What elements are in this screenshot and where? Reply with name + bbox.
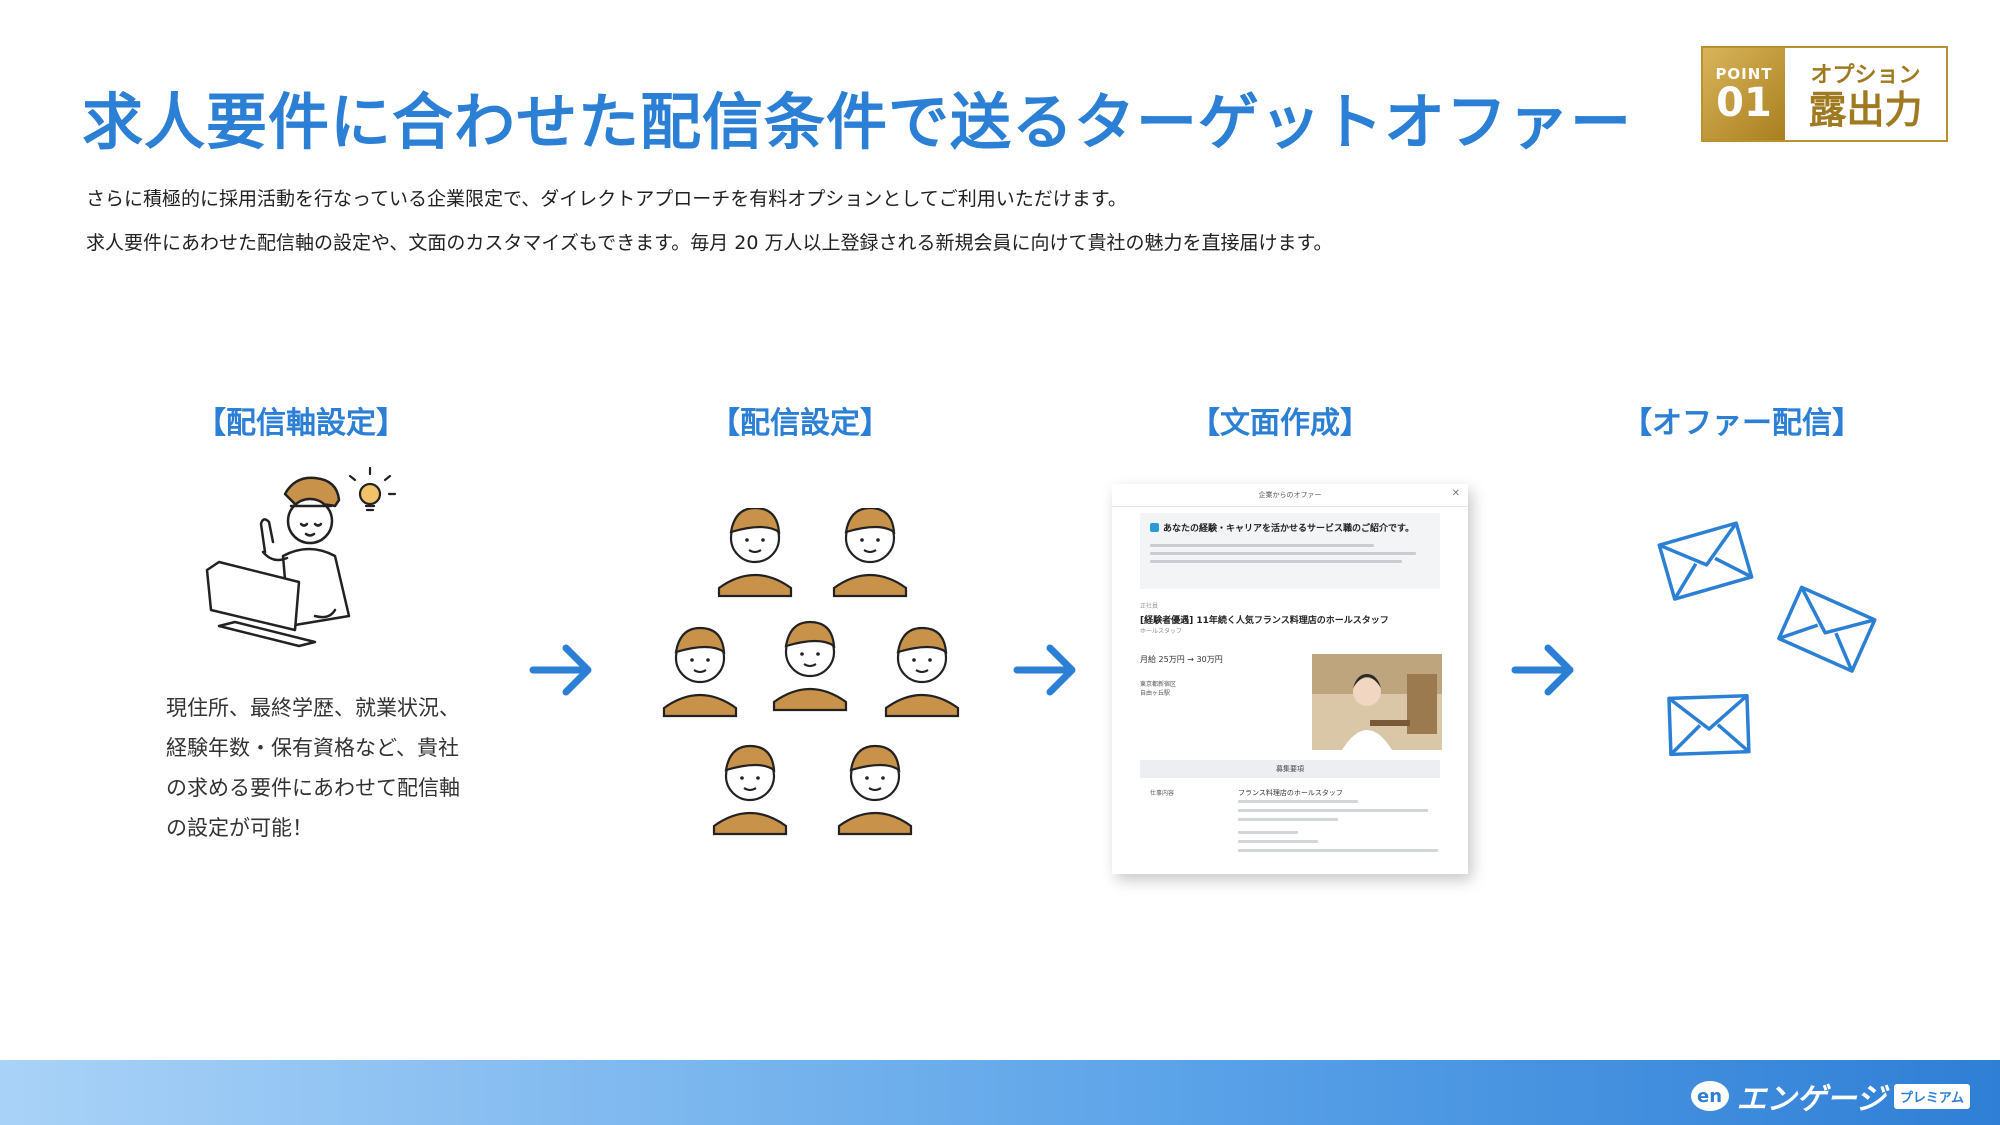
doc-job-tag: 正社員 bbox=[1140, 603, 1159, 610]
doc-header: 企業からのオファー ✕ bbox=[1112, 484, 1468, 507]
people-group-illustration bbox=[662, 508, 960, 836]
envelope-icon bbox=[1667, 693, 1751, 757]
person-icon bbox=[832, 508, 908, 598]
doc-card-title: あなたの経験・キャリアを活かせるサービス職のご紹介です。 bbox=[1150, 521, 1430, 534]
doc-job-subtitle: ホールスタッフ bbox=[1140, 628, 1183, 635]
person-laptop-illustration bbox=[205, 466, 397, 648]
doc-salary: 月給 25万円 → 30万円 bbox=[1140, 655, 1223, 664]
logo-name: エンゲージ bbox=[1736, 1082, 1886, 1117]
job-photo bbox=[1312, 654, 1442, 750]
person-icon bbox=[837, 744, 913, 836]
badge-number: 01 bbox=[1716, 80, 1772, 126]
step-label-distribution-settings: 【配信設定】 bbox=[710, 406, 890, 441]
step-label-message-creation: 【文面作成】 bbox=[1190, 406, 1370, 441]
close-icon: ✕ bbox=[1451, 488, 1460, 499]
arrow-right-icon bbox=[1511, 644, 1574, 696]
step-label-distribution-axis: 【配信軸設定】 bbox=[196, 406, 406, 441]
logo-mark: en bbox=[1690, 1081, 1729, 1111]
doc-body-lines bbox=[1238, 800, 1438, 858]
step-label-offer-delivery: 【オファー配信】 bbox=[1622, 406, 1862, 441]
logo-premium-badge: プレミアム bbox=[1893, 1083, 1970, 1109]
doc-header-title: 企業からのオファー bbox=[1258, 491, 1322, 499]
badge-point-block: POINT 01 bbox=[1703, 48, 1785, 140]
arrow-right-icon bbox=[1013, 644, 1076, 696]
footer-bar: en エンゲージ プレミアム bbox=[0, 1060, 2000, 1125]
person-icon bbox=[884, 626, 960, 718]
message-icon bbox=[1150, 523, 1159, 532]
envelope-icon bbox=[1657, 521, 1754, 601]
badge-main-label: 露出力 bbox=[1808, 88, 1923, 132]
page-title: 求人要件に合わせた配信条件で送るターゲットオファー bbox=[82, 87, 1633, 158]
envelope-icon bbox=[1777, 585, 1877, 673]
doc-role: フランス料理店のホールスタッフ bbox=[1238, 789, 1343, 797]
description-line-2: 求人要件にあわせた配信軸の設定や、文面のカスタマイズもできます。毎月 20 万人… bbox=[86, 232, 1333, 254]
person-icon bbox=[712, 744, 788, 836]
doc-card-title-text: あなたの経験・キャリアを活かせるサービス職のご紹介です。 bbox=[1163, 524, 1415, 534]
person-icon bbox=[717, 508, 793, 598]
arrow-right-icon bbox=[529, 644, 592, 696]
description-line-1: さらに積極的に採用活動を行なっている企業限定で、ダイレクトアプローチを有料オプシ… bbox=[86, 188, 1127, 210]
engage-logo: en エンゲージ プレミアム bbox=[1690, 1074, 1970, 1118]
envelopes-illustration bbox=[1657, 521, 1877, 757]
doc-role-label: 仕事内容 bbox=[1150, 790, 1175, 797]
step1-description: 現住所、最終学歴、就業状況、経験年数・保有資格など、貴社の求める要件にあわせて配… bbox=[166, 696, 460, 840]
doc-location-main: 東京都新宿区 bbox=[1140, 681, 1177, 688]
doc-location-sub: 自由ヶ丘駅 bbox=[1140, 690, 1171, 697]
badge-point-label: POINT bbox=[1715, 65, 1773, 83]
person-icon bbox=[772, 620, 848, 712]
doc-message-card: あなたの経験・キャリアを活かせるサービス職のご紹介です。 bbox=[1140, 513, 1440, 589]
badge-text-block: オプション 露出力 bbox=[1785, 48, 1946, 140]
badge-option-label: オプション bbox=[1810, 63, 1921, 88]
point-badge: POINT 01 オプション 露出力 bbox=[1701, 46, 1948, 142]
doc-job-title: [経験者優遇] 11年続く人気フランス料理店のホールスタッフ bbox=[1140, 616, 1389, 626]
offer-message-preview: 企業からのオファー ✕ あなたの経験・キャリアを活かせるサービス職のご紹介です。… bbox=[1112, 484, 1468, 874]
doc-location: 東京都新宿区 自由ヶ丘駅 bbox=[1140, 680, 1176, 698]
doc-job-info: 正社員 [経験者優遇] 11年続く人気フランス料理店のホールスタッフ ホールスタ… bbox=[1112, 595, 1468, 635]
person-icon bbox=[662, 626, 738, 718]
doc-section-header: 募集要項 bbox=[1140, 760, 1440, 778]
